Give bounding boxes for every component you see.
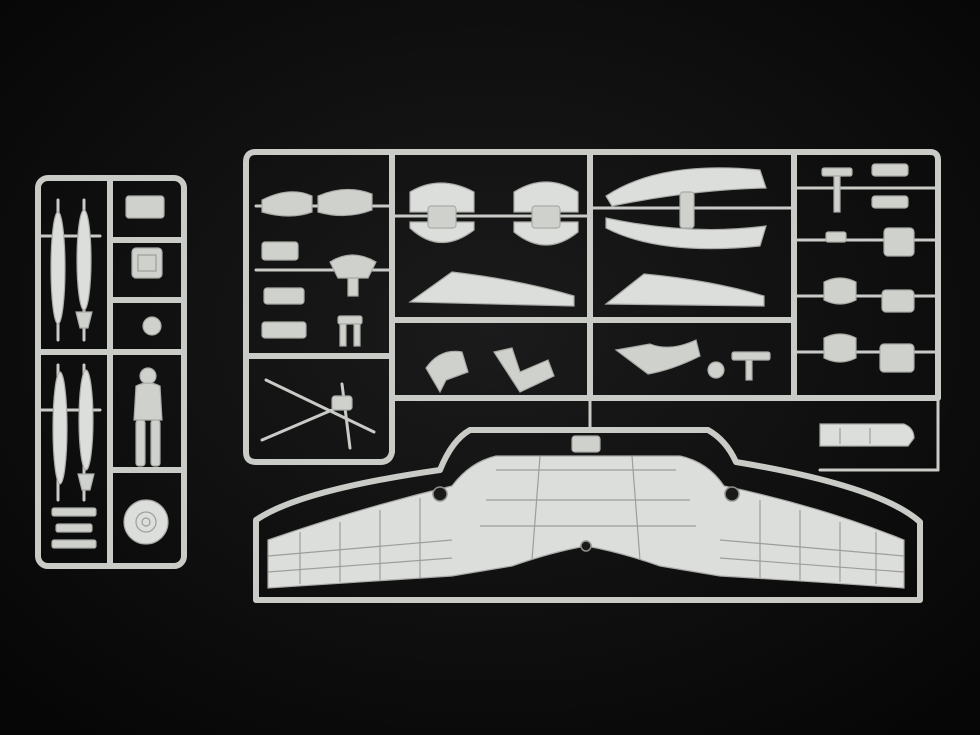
drop-tank-part <box>76 209 92 311</box>
small-part <box>131 247 163 279</box>
main-sprue-frame <box>243 149 941 465</box>
cell-figure-parts <box>425 339 771 394</box>
cell-landing-gear <box>821 163 915 373</box>
wing-fairing-part <box>604 273 765 307</box>
drop-tank-part <box>52 371 68 485</box>
drop-tank-part <box>50 211 66 325</box>
cell-nacelles <box>408 181 579 307</box>
tail-fin-part <box>77 473 95 491</box>
wing-sprue <box>253 396 940 603</box>
wing-hole <box>724 486 740 502</box>
cell-gun-tripod <box>260 378 376 450</box>
pilot-figure-part <box>133 367 163 467</box>
wing-fairing-part <box>408 271 575 307</box>
left-sprue <box>35 175 187 569</box>
small-part <box>125 195 165 219</box>
wing-hole <box>580 540 592 552</box>
wing-lower-half-part <box>267 455 905 589</box>
small-part-cluster <box>51 507 97 549</box>
small-part <box>142 316 162 336</box>
exhaust-part <box>819 423 915 447</box>
cell-small-parts <box>261 188 377 347</box>
tail-fin-part <box>75 311 93 329</box>
wheel-part <box>123 499 169 545</box>
drop-tank-part <box>78 369 94 471</box>
sprue-tab <box>571 435 601 453</box>
cell-fuselage <box>604 167 767 307</box>
wing-hole <box>432 486 448 502</box>
